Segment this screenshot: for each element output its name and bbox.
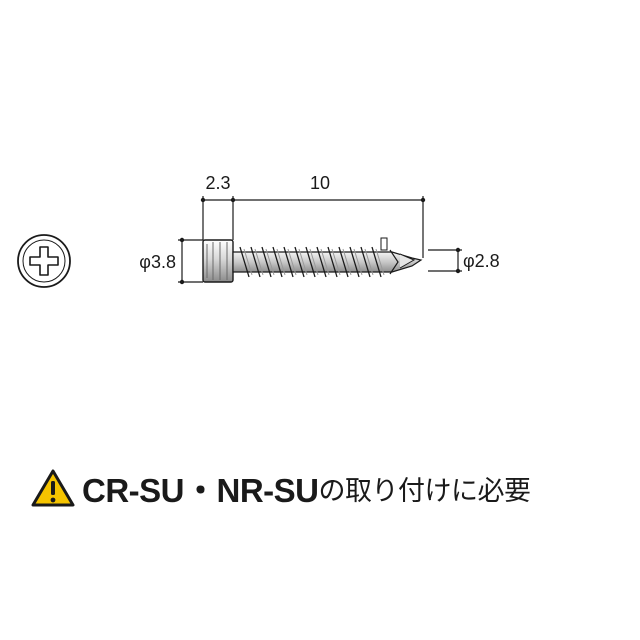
product-names: CR-SU・NR-SU <box>82 472 319 509</box>
phillips-cross-icon <box>29 246 59 276</box>
drill-tip <box>389 249 399 275</box>
thread-crest <box>294 246 305 278</box>
thread-shadow <box>287 248 297 276</box>
thread-shadow <box>265 248 275 276</box>
thread-crest <box>327 246 338 278</box>
thread-shadow <box>254 248 264 276</box>
warning-icon <box>31 469 75 507</box>
screw-shank <box>232 251 423 273</box>
thread-crest <box>305 246 316 278</box>
phillips-head-end-view <box>17 234 71 288</box>
thread-crest <box>316 246 327 278</box>
thread-shadow <box>243 248 253 276</box>
thread-shadow <box>320 248 330 276</box>
thread-shadow <box>298 248 308 276</box>
thread-shadow <box>353 248 363 276</box>
thread-shadow <box>309 248 319 276</box>
screw-threads <box>239 246 385 278</box>
thread-crest <box>360 246 371 278</box>
drill-flute <box>380 237 388 251</box>
thread-crest <box>338 246 349 278</box>
tip-diameter-label: φ2.8 <box>463 251 500 271</box>
head-length-label: 2.3 <box>205 173 230 193</box>
thread-crest <box>371 246 382 278</box>
thread-shadow <box>331 248 341 276</box>
usage-text: の取り付けに必要 <box>318 475 532 507</box>
thread-crest <box>261 246 272 278</box>
thread-crest <box>272 246 283 278</box>
thread-crest <box>349 246 360 278</box>
thread-shadow <box>375 248 385 276</box>
thread-shadow <box>364 248 374 276</box>
thread-shadow <box>342 248 352 276</box>
thread-crest <box>250 246 261 278</box>
dimension-lines <box>178 196 462 285</box>
screw-diagram: 2.3 10 φ3.8 φ2.8 <box>17 173 500 288</box>
thread-shadow <box>276 248 286 276</box>
head-diameter-label: φ3.8 <box>139 252 176 272</box>
screw-side-view <box>202 237 423 283</box>
thread-crest <box>283 246 294 278</box>
thread-crest <box>239 246 250 278</box>
head-inner-circle <box>22 239 66 283</box>
shank-length-label: 10 <box>310 173 330 193</box>
